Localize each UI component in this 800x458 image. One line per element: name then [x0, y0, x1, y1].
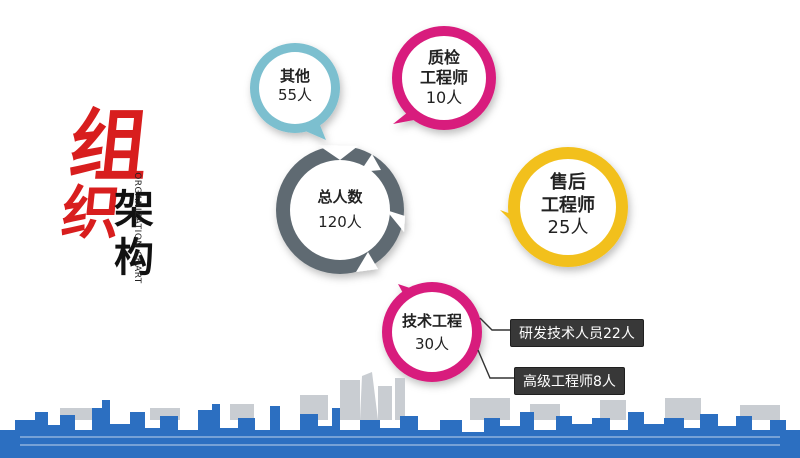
- node-other-ring: [250, 43, 340, 140]
- center-node: 总人数 120人: [290, 188, 390, 232]
- title-char-gou: 构: [114, 235, 154, 281]
- node-aftersales-line2: 工程师: [541, 194, 595, 216]
- detail-senior: 高级工程师8人: [514, 367, 625, 395]
- detail-rd: 研发技术人员22人: [510, 319, 644, 347]
- center-node-count: 120人: [318, 212, 362, 231]
- node-tech-count: 30人: [414, 334, 450, 353]
- node-qc-ring: [392, 26, 496, 130]
- title-char-jia: 架: [114, 187, 154, 233]
- node-aftersales-line1: 售后: [550, 172, 586, 193]
- center-node-label: 总人数: [317, 188, 363, 206]
- node-aftersales: 售后 工程师 25人: [520, 172, 616, 240]
- node-qc-line2: 工程师: [419, 68, 468, 87]
- node-qc: 质检 工程师 10人: [398, 48, 490, 108]
- node-other-count: 55人: [277, 85, 313, 104]
- node-aftersales-ring: [500, 147, 628, 267]
- node-aftersales-count: 25人: [547, 217, 589, 238]
- node-tech: 技术工程 30人: [390, 312, 474, 354]
- detail-connectors: [477, 317, 514, 379]
- center-node-ring: [276, 145, 405, 274]
- node-other-label: 其他: [279, 67, 310, 85]
- node-other: 其他 55人: [255, 67, 335, 105]
- skyline-blue: [0, 400, 800, 458]
- skyline-windows: [20, 436, 780, 446]
- skyline-gray: [60, 372, 780, 420]
- node-tech-ring: [382, 282, 482, 382]
- node-qc-line1: 质检: [427, 48, 460, 67]
- node-qc-count: 10人: [425, 88, 463, 107]
- node-tech-label: 技术工程: [401, 312, 462, 330]
